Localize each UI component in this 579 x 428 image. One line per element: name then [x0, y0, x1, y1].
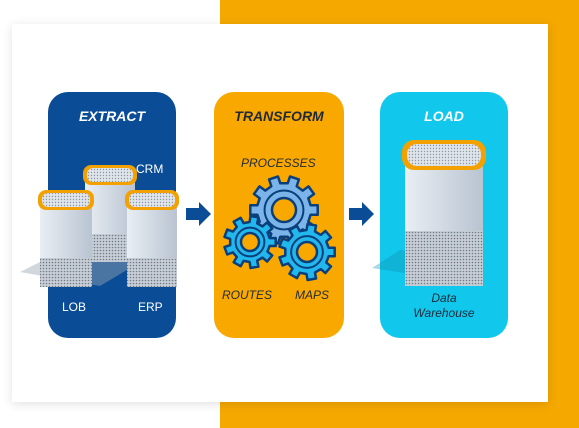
label-warehouse: Warehouse — [413, 306, 475, 320]
label-erp: ERP — [138, 300, 163, 314]
label-crm: CRM — [136, 162, 164, 176]
label-routes: ROUTES — [222, 288, 273, 302]
arrow-right-icon — [186, 202, 211, 226]
label-maps: MAPS — [295, 288, 330, 302]
server-icon — [38, 190, 94, 287]
server-icon — [125, 190, 179, 287]
gear-icon — [223, 214, 277, 270]
server-icon — [402, 140, 486, 286]
label-lob: LOB — [62, 300, 87, 314]
label-processes: PROCESSES — [241, 156, 316, 170]
arrow-right-icon — [349, 202, 374, 226]
stage-title-load: LOAD — [424, 108, 464, 124]
stage-title-extract: EXTRACT — [78, 108, 146, 124]
label-data: Data — [431, 291, 457, 305]
gear-icon — [278, 222, 336, 282]
server-icon — [83, 165, 137, 262]
stage-transform: TRANSFORM PROCESSES ROUTES MAPS — [214, 92, 344, 338]
stage-title-transform: TRANSFORM — [234, 108, 324, 124]
